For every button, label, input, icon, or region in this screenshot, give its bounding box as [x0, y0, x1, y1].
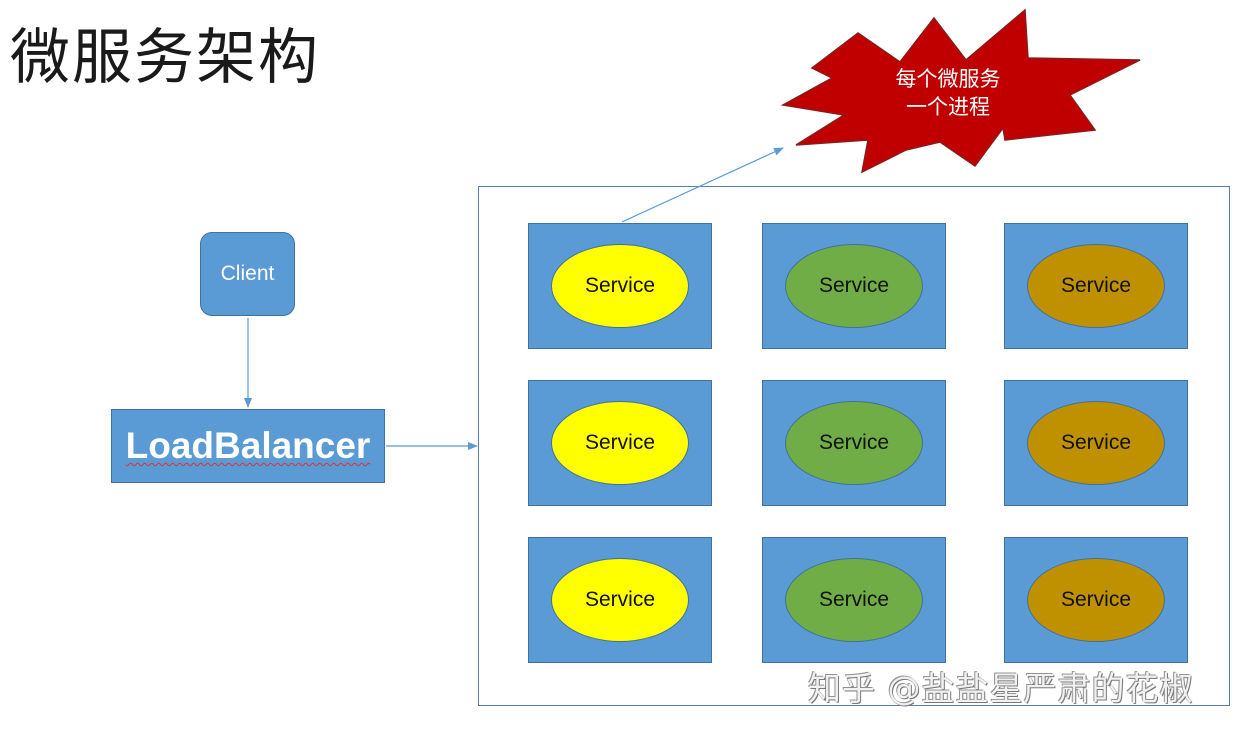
client-box: Client [200, 232, 295, 316]
service-ellipse: Service [785, 244, 923, 328]
service-box: Service [1004, 537, 1188, 663]
service-to-callout-arrow [621, 147, 784, 223]
service-ellipse: Service [551, 244, 689, 328]
service-ellipse: Service [785, 401, 923, 485]
client-label: Client [220, 262, 275, 285]
service-box: Service [1004, 223, 1188, 349]
service-ellipse: Service [1027, 401, 1165, 485]
service-box: Service [528, 223, 712, 349]
callout-text: 每个微服务 一个进程 [860, 65, 1036, 121]
service-box: Service [528, 380, 712, 506]
service-ellipse: Service [551, 401, 689, 485]
service-ellipse: Service [551, 558, 689, 642]
service-box: Service [762, 537, 946, 663]
load-balancer-box: LoadBalancer [111, 409, 385, 483]
service-box: Service [762, 380, 946, 506]
starburst-shape [780, 8, 1141, 174]
page-title: 微服务架构 [10, 23, 320, 93]
load-balancer-label: LoadBalancer [125, 425, 371, 466]
service-box: Service [1004, 380, 1188, 506]
service-ellipse: Service [1027, 244, 1165, 328]
service-box: Service [762, 223, 946, 349]
service-ellipse: Service [785, 558, 923, 642]
services-container [478, 186, 1230, 706]
service-box: Service [528, 537, 712, 663]
service-ellipse: Service [1027, 558, 1165, 642]
callout-line-1: 每个微服务 [895, 67, 1001, 91]
watermark: 知乎 @盐盐星严肃的花椒 [808, 669, 1194, 708]
callout-line-2: 一个进程 [906, 95, 990, 119]
